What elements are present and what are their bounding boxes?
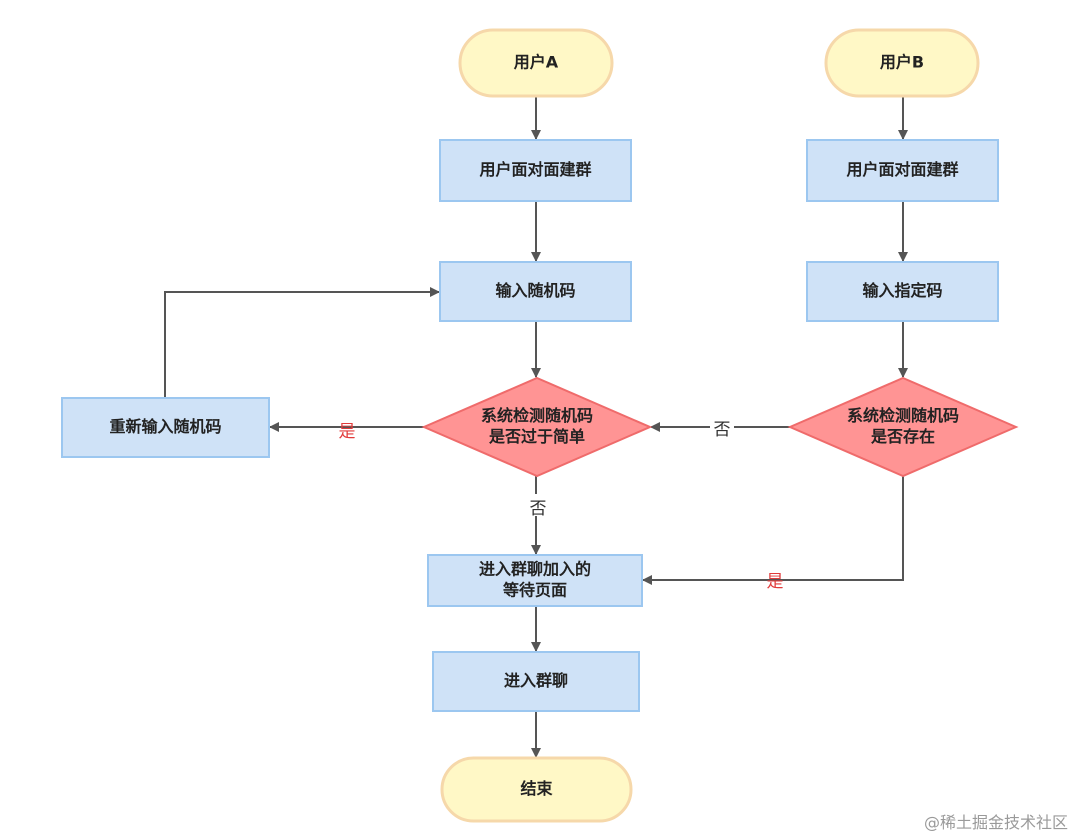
node-label: 系统检测随机码 xyxy=(847,406,959,425)
node-label: 输入随机码 xyxy=(495,281,575,300)
node-user-b: 用户B xyxy=(824,28,980,98)
process-shape xyxy=(432,651,640,712)
edge-label-yes: 是 xyxy=(339,422,356,442)
node-label: 用户面对面建群 xyxy=(479,160,591,179)
watermark-text: @稀土掘金技术社区 xyxy=(924,813,1068,832)
node-label: 进入群聊 xyxy=(504,671,568,690)
node-input-specified: 输入指定码 xyxy=(806,261,999,322)
edge-check_exists-to-waiting xyxy=(642,476,904,585)
edge-label-yes: 是 xyxy=(767,572,784,592)
terminal-shape xyxy=(440,756,633,823)
node-b-face-to-face: 用户面对面建群 xyxy=(806,139,999,202)
node-user-a: 用户A xyxy=(458,28,614,98)
process-shape xyxy=(439,261,632,322)
node-end: 结束 xyxy=(440,756,633,823)
terminal-shape xyxy=(458,28,614,98)
node-label: 输入指定码 xyxy=(862,281,942,300)
node-label: 是否存在 xyxy=(870,427,935,446)
decision-shape xyxy=(787,376,1019,478)
edge-reenter-to-input_random xyxy=(164,287,440,398)
edge-label-bg xyxy=(526,494,550,516)
node-label: 用户面对面建群 xyxy=(846,160,958,179)
process-shape xyxy=(439,139,632,202)
node-label: 进入群聊加入的 xyxy=(479,560,591,579)
node-label: 重新输入随机码 xyxy=(109,417,221,436)
node-label: 用户B xyxy=(880,53,924,72)
terminal-shape xyxy=(824,28,980,98)
process-shape xyxy=(806,139,999,202)
node-input-random: 输入随机码 xyxy=(439,261,632,322)
node-reenter: 重新输入随机码 xyxy=(61,397,270,458)
decision-shape xyxy=(421,376,653,478)
node-label: 等待页面 xyxy=(502,581,567,600)
node-enter-chat: 进入群聊 xyxy=(432,651,640,712)
node-a-face-to-face: 用户面对面建群 xyxy=(439,139,632,202)
edge-label-no: 否 xyxy=(530,499,547,519)
node-label: 结束 xyxy=(519,779,553,798)
process-shape xyxy=(61,397,270,458)
process-shape xyxy=(427,554,643,607)
node-label: 系统检测随机码 xyxy=(481,406,593,425)
edge-label-no: 否 xyxy=(714,420,731,440)
node-label: 是否过于简单 xyxy=(488,427,585,446)
process-shape xyxy=(806,261,999,322)
edge-label-bg xyxy=(710,415,734,437)
node-label: 用户A xyxy=(514,53,559,72)
